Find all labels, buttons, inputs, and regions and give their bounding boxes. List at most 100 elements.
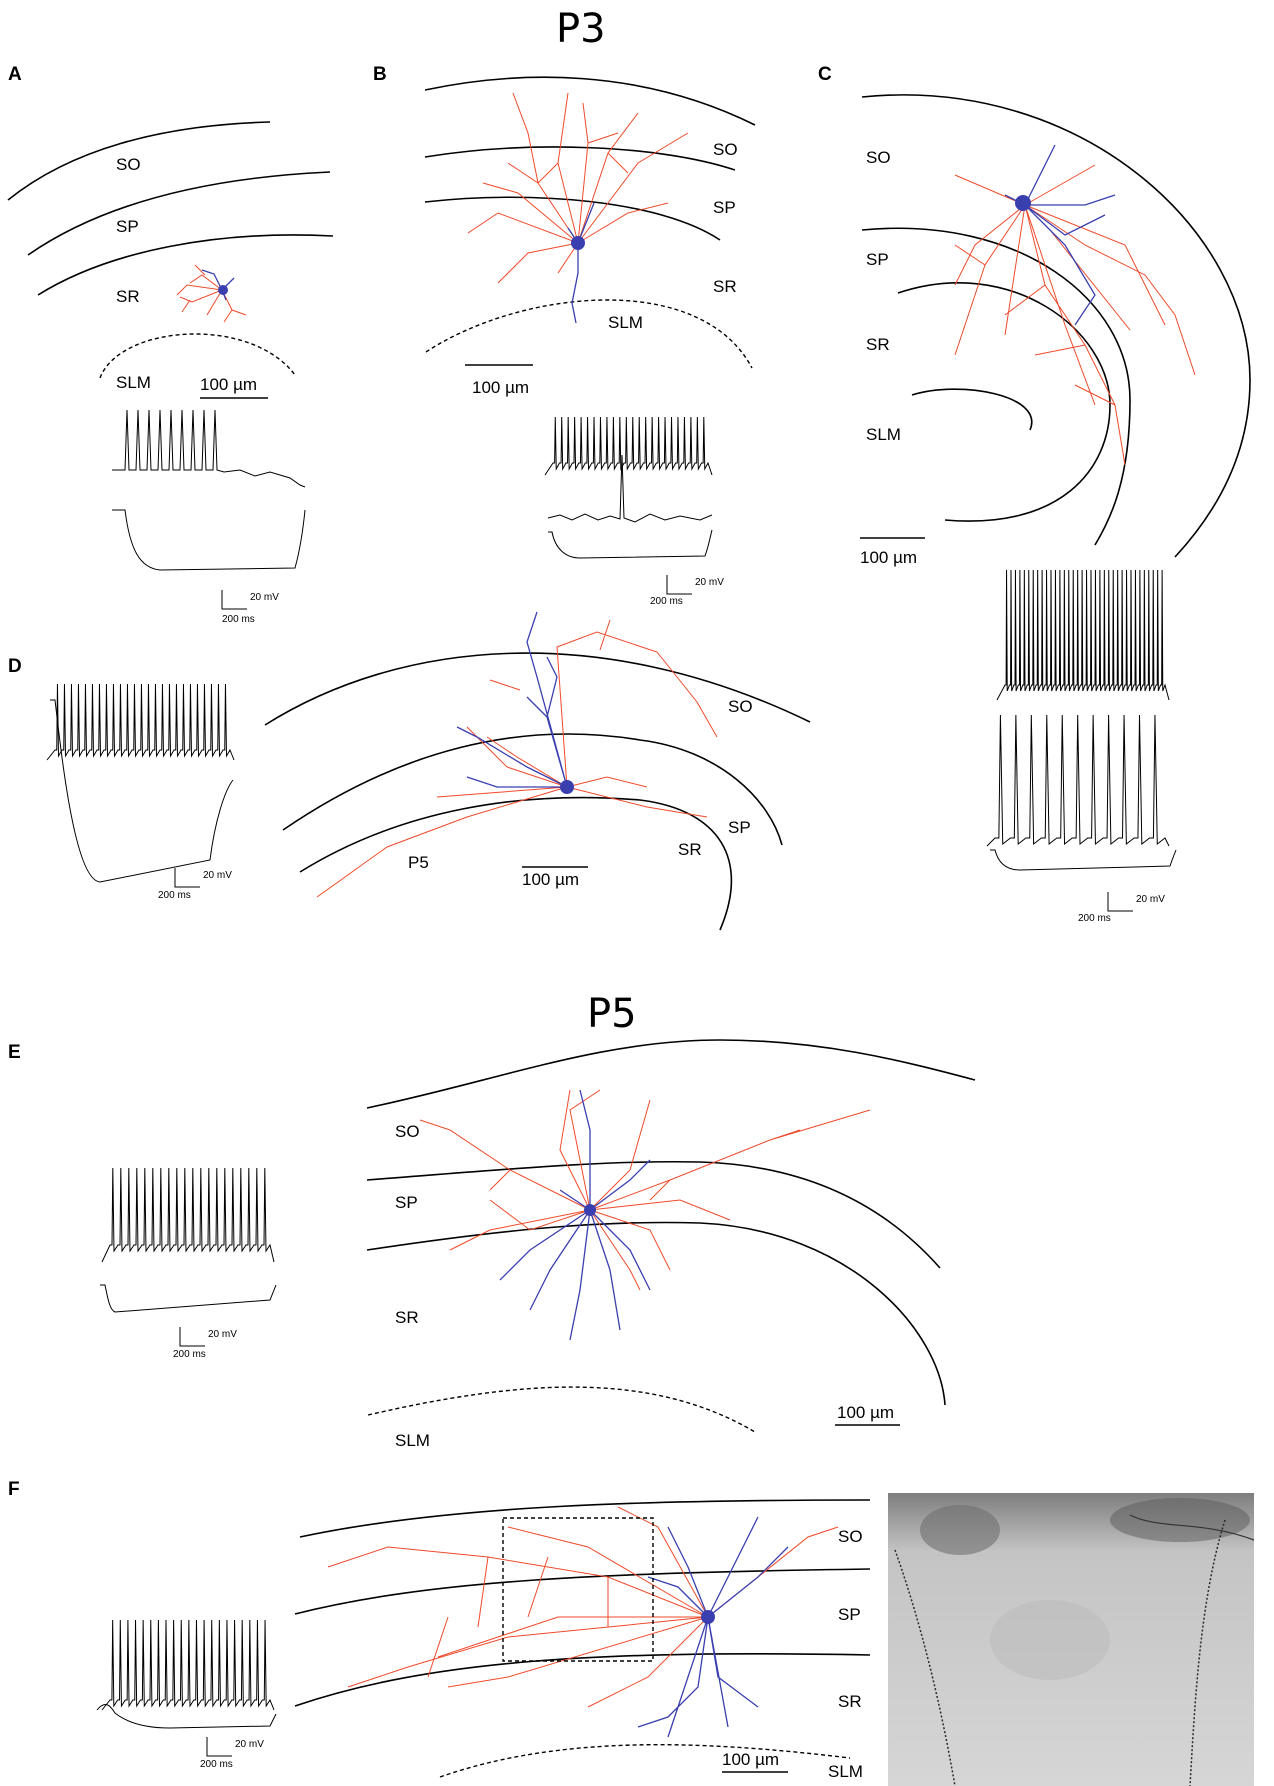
scale-bar-mv-label: 20 mV [235, 1739, 264, 1750]
scale-bar-electrophys [179, 1327, 205, 1347]
scale-bar-mv-label: 20 mV [208, 1329, 237, 1340]
boundary-line [861, 227, 1131, 546]
heading-p5: P5 [587, 991, 637, 1037]
layer-label-sp: SP [728, 818, 751, 837]
boundary-line [424, 196, 721, 241]
voltage-trace-near-threshold [986, 714, 1170, 847]
layer-label-slm: SLM [828, 1762, 863, 1781]
scale-bar-mv-label: 20 mV [203, 870, 232, 881]
scale-bar-mv-label: 20 mV [1136, 894, 1165, 905]
boundary-line [897, 282, 1111, 522]
scale-bar-label: 100 µm [837, 1403, 894, 1422]
layer-label-so: SO [116, 155, 141, 174]
boundary-line [37, 234, 334, 296]
panel-label-c: C [818, 64, 832, 85]
layer-label-sr: SR [838, 1692, 862, 1711]
layer-label-sp: SP [838, 1605, 861, 1624]
scale-bar-mv-label: 20 mV [695, 577, 724, 588]
scale-bar-electrophys [1107, 892, 1133, 912]
boundary-line [299, 796, 733, 931]
voltage-trace-depolarizing [46, 683, 235, 761]
neuron-reconstruction [176, 264, 247, 323]
layer-label-slm: SLM [866, 425, 901, 444]
layer-label-slm: SLM [395, 1431, 430, 1450]
slm-boundary [425, 299, 753, 369]
neuron-reconstruction [954, 144, 1196, 466]
voltage-trace-depolarizing [101, 1619, 275, 1711]
layer-label-so: SO [838, 1527, 863, 1546]
age-label: P5 [408, 853, 429, 872]
panel-label-a: A [8, 64, 22, 85]
soma [584, 1204, 596, 1216]
scale-bar-label: 100 µm [522, 870, 579, 889]
neuron-reconstruction [467, 92, 689, 324]
voltage-trace-hyperpolarizing [96, 1703, 277, 1729]
layer-label-sr: SR [713, 277, 737, 296]
neuron-reconstruction [327, 1506, 839, 1738]
layer-label-slm: SLM [116, 373, 151, 392]
voltage-trace-depolarizing [996, 569, 1170, 701]
panel-label-f: F [8, 1479, 20, 1500]
scale-bar-label: 100 µm [472, 378, 529, 397]
panel-a: SO SP SR SLM 100 µm 20 mV 200 ms [7, 121, 334, 625]
layer-label-sp: SP [866, 250, 889, 269]
layer-label-so: SO [713, 140, 738, 159]
scale-bar-electrophys [221, 590, 247, 610]
layer-label-sr: SR [116, 287, 140, 306]
scale-bar-ms-label: 200 ms [1078, 913, 1111, 924]
scale-bar-electrophys [206, 1737, 232, 1757]
layer-label-slm: SLM [608, 313, 643, 332]
slm-boundary [367, 1386, 756, 1433]
scale-bar-ms-label: 200 ms [173, 1349, 206, 1360]
scale-bar-label: 100 µm [200, 375, 257, 394]
voltage-trace-hyperpolarizing [100, 1284, 277, 1313]
voltage-trace-depolarizing [544, 416, 713, 476]
voltage-trace-near-threshold [547, 454, 713, 523]
boundary-line [299, 1499, 871, 1538]
boundary-line [7, 121, 271, 201]
layer-label-sp: SP [713, 198, 736, 217]
boundary-line [282, 733, 783, 846]
boundary-line [424, 146, 736, 171]
panel-label-e: E [8, 1042, 21, 1063]
panel-d: 20 mV 200 ms SO SP SR P5 100 µm [46, 611, 811, 931]
layer-label-so: SO [395, 1122, 420, 1141]
neuron-reconstruction [316, 611, 718, 898]
boundary-line [294, 1568, 871, 1615]
scale-bar-ms-label: 200 ms [650, 596, 683, 607]
boundary-line [861, 94, 1251, 558]
boundary-line [366, 1160, 941, 1269]
scale-bar-ms-label: 200 ms [222, 614, 255, 625]
panel-e: 20 mV 200 ms SO SP SR SLM 100 µm [100, 1039, 976, 1450]
soma [560, 780, 574, 794]
panel-label-b: B [373, 64, 387, 85]
scale-bar-label: 100 µm [722, 1750, 779, 1769]
scale-bar-mv-label: 20 mV [250, 592, 279, 603]
voltage-trace-hyperpolarizing [112, 509, 306, 571]
boundary-line [294, 1653, 871, 1707]
layer-label-sr: SR [866, 335, 890, 354]
soma [1015, 195, 1031, 211]
boundary-line [366, 1221, 946, 1406]
scale-bar-label: 100 µm [860, 548, 917, 567]
voltage-trace-hyperpolarizing [548, 529, 713, 559]
boundary-line [911, 388, 1033, 431]
layer-label-sr: SR [678, 840, 702, 859]
boundary-line [366, 1039, 976, 1109]
voltage-trace-hyperpolarizing [50, 699, 234, 883]
voltage-trace-hyperpolarizing [990, 849, 1177, 871]
voltage-trace-depolarizing [101, 1167, 275, 1263]
layer-label-sp: SP [395, 1193, 418, 1212]
scale-bar-ms-label: 200 ms [200, 1759, 233, 1770]
soma [701, 1610, 715, 1624]
layer-label-so: SO [866, 148, 891, 167]
panel-b: SO SP SR SLM 100 µm 20 mV 200 ms [424, 76, 756, 607]
micrograph [888, 1493, 1255, 1786]
layer-label-so: SO [728, 697, 753, 716]
boundary-line [264, 652, 811, 726]
scale-bar-electrophys [666, 575, 692, 595]
neuron-reconstruction [419, 1089, 871, 1341]
layer-label-sp: SP [116, 217, 139, 236]
slm-boundary [439, 1743, 851, 1778]
